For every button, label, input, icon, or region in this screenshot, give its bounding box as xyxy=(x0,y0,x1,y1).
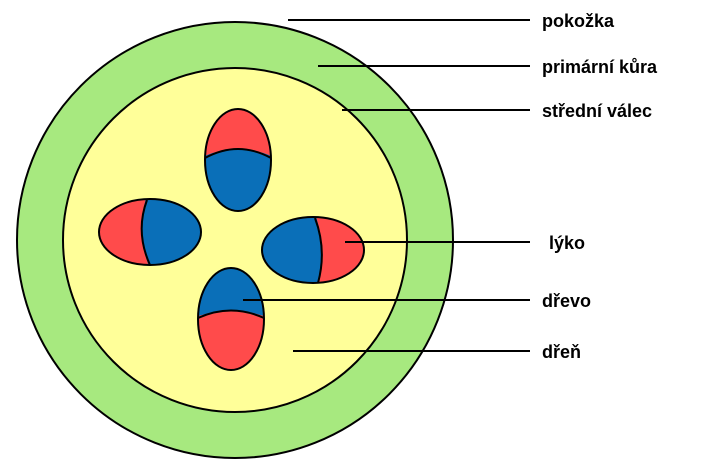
label-epidermis: pokožka xyxy=(542,11,615,31)
label-stele: střední válec xyxy=(542,101,652,121)
label-phloem: lýko xyxy=(549,233,585,253)
label-cortex: primární kůra xyxy=(542,57,658,77)
label-xylem: dřevo xyxy=(542,291,591,311)
label-pith: dřeň xyxy=(542,342,581,362)
